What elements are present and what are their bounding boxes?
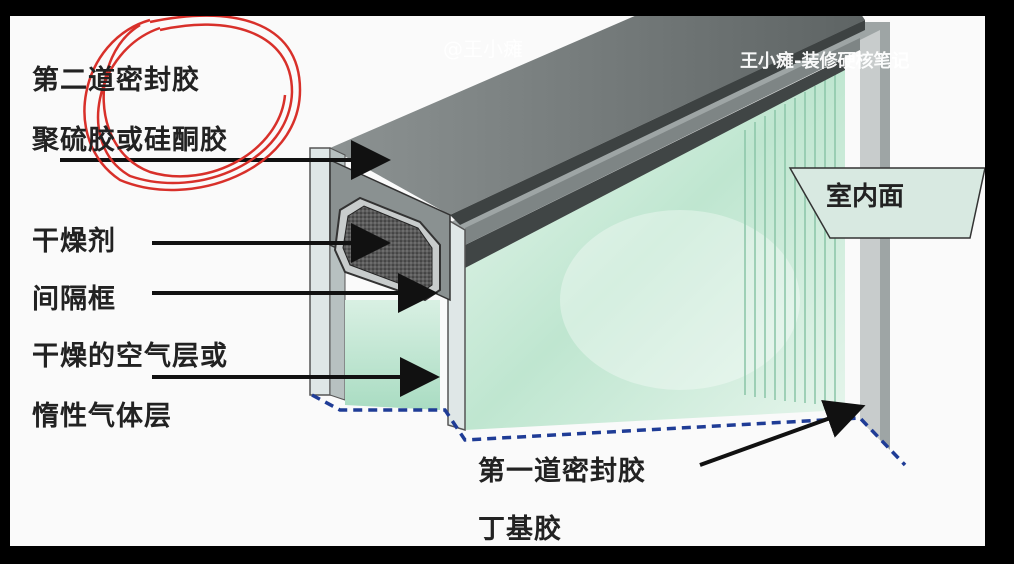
gas-layer-label-line1: 干燥的空气层或 bbox=[32, 341, 228, 372]
indoor-side-tag: 室内面 bbox=[788, 167, 985, 239]
indoor-side-label: 室内面 bbox=[826, 181, 904, 212]
watermark-center: @王小瘫 bbox=[443, 37, 523, 61]
pointer-arrows bbox=[60, 140, 866, 467]
primary-seal-material-label: 丁基胶 bbox=[478, 514, 562, 545]
spacer-frame-label: 间隔框 bbox=[32, 284, 116, 315]
annotation-circle bbox=[83, 16, 302, 192]
watermark-right: 王小瘫-装修硬核笔记 bbox=[740, 51, 910, 72]
gas-layer-label-line2: 惰性气体层 bbox=[32, 401, 172, 432]
desiccant-label: 干燥剂 bbox=[32, 226, 116, 257]
secondary-seal-top bbox=[330, 16, 865, 268]
diagram-frame: 室内面 第二道密封胶 聚硫胶或硅酮胶 干燥剂 间隔框 干燥的空气层或 惰性气体层… bbox=[10, 16, 985, 546]
inner-glass-pane bbox=[445, 22, 890, 450]
secondary-seal-material-label: 聚硫胶或硅酮胶 bbox=[32, 125, 228, 156]
primary-seal-label: 第一道密封胶 bbox=[478, 456, 646, 487]
primary-seal-dashed-line bbox=[311, 393, 907, 467]
insulated-glass-diagram: 室内面 bbox=[60, 16, 985, 467]
secondary-seal-label: 第二道密封胶 bbox=[32, 65, 200, 96]
